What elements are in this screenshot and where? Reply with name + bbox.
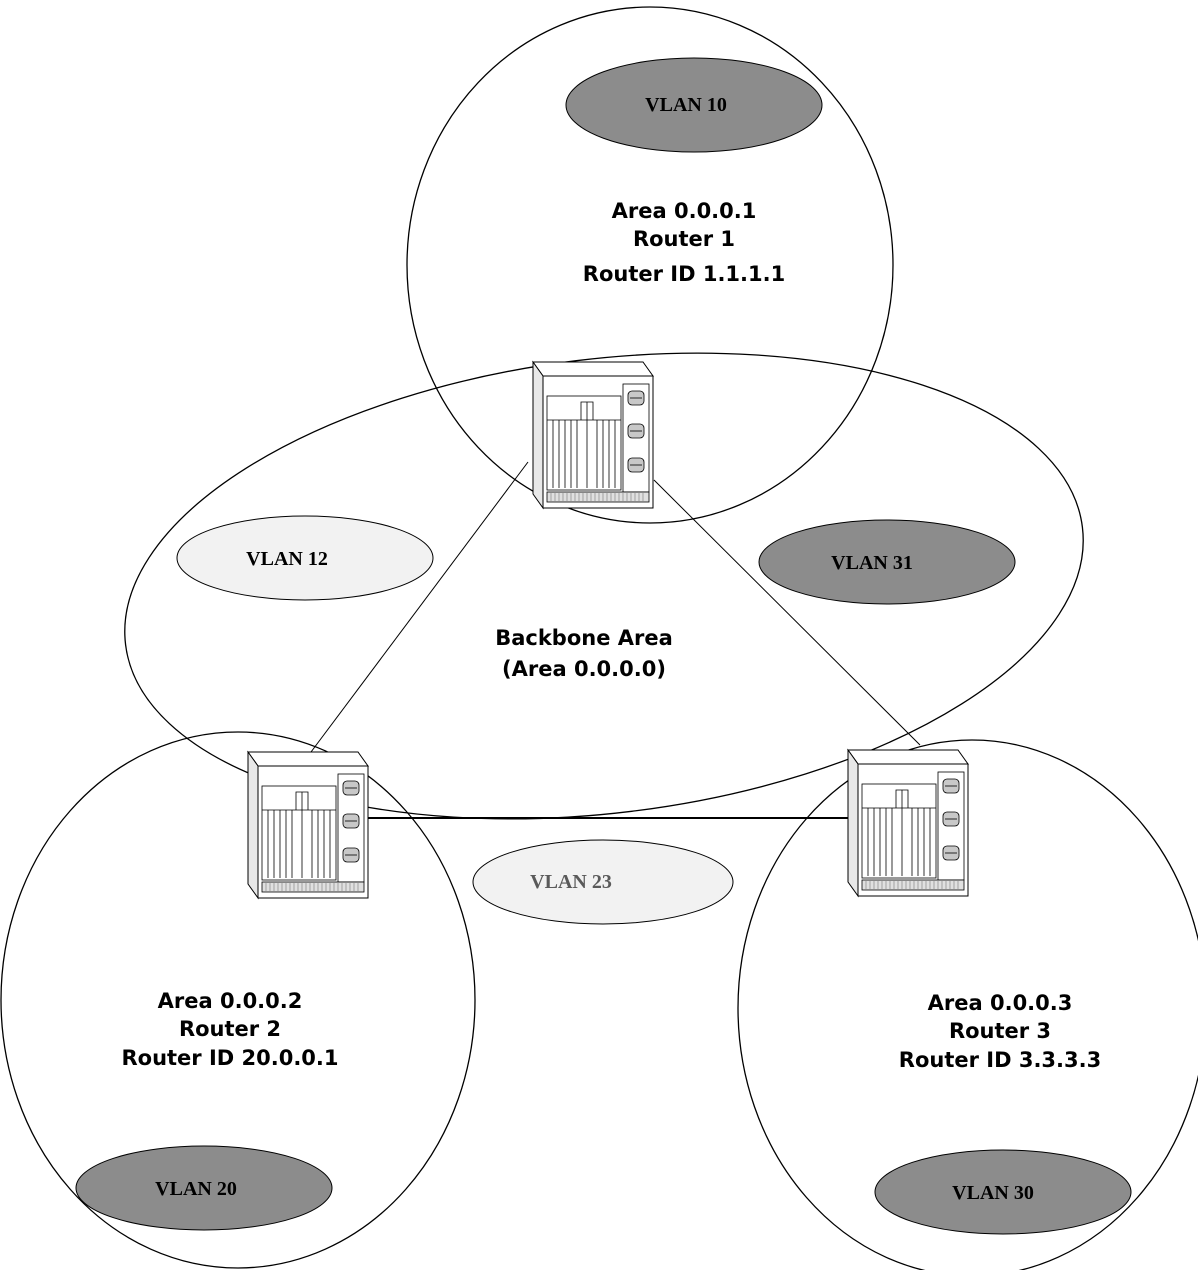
area-3-name: Area 0.0.0.3 xyxy=(928,991,1073,1015)
router-1-icon xyxy=(532,361,654,509)
vlan-12: VLAN 12 xyxy=(176,515,434,601)
area-2-router: Router 2 xyxy=(179,1017,281,1041)
backbone-area-id: (Area 0.0.0.0) xyxy=(502,657,666,681)
area-3-label: Area 0.0.0.3 Router 3 Router ID 3.3.3.3 xyxy=(899,991,1101,1072)
area-1-boundary xyxy=(406,6,894,524)
area-3-boundary xyxy=(737,739,1198,1270)
vlan-10-label: VLAN 10 xyxy=(645,94,727,116)
vlan-10: VLAN 10 xyxy=(565,57,823,153)
vlan-20-label: VLAN 20 xyxy=(155,1178,237,1200)
area-2-boundary xyxy=(0,731,476,1269)
link-router1-router2 xyxy=(307,461,529,757)
router-2-icon xyxy=(247,751,369,899)
vlan-12-label: VLAN 12 xyxy=(246,548,328,570)
router-3-icon xyxy=(847,749,969,897)
vlan-31: VLAN 31 xyxy=(758,519,1016,605)
link-router1-router3 xyxy=(653,479,921,746)
vlan-20: VLAN 20 xyxy=(75,1145,333,1231)
area-3-router-id: Router ID 3.3.3.3 xyxy=(899,1048,1101,1072)
backbone-area-name: Backbone Area xyxy=(495,626,673,650)
area-1-router: Router 1 xyxy=(633,227,735,251)
vlan-30-label: VLAN 30 xyxy=(952,1182,1034,1204)
area-2-label: Area 0.0.0.2 Router 2 Router ID 20.0.0.1 xyxy=(121,989,338,1070)
area-2-router-id: Router ID 20.0.0.1 xyxy=(121,1046,338,1070)
vlan-30: VLAN 30 xyxy=(874,1149,1132,1235)
area-2-name: Area 0.0.0.2 xyxy=(158,989,303,1013)
area-1-label: Area 0.0.0.1 Router 1 Router ID 1.1.1.1 xyxy=(583,199,785,286)
vlan-23: VLAN 23 xyxy=(472,839,734,925)
area-1-name: Area 0.0.0.1 xyxy=(612,199,757,223)
backbone-area-label: Backbone Area (Area 0.0.0.0) xyxy=(495,626,673,681)
backbone-area-boundary xyxy=(124,352,1084,820)
vlan-31-label: VLAN 31 xyxy=(831,552,913,574)
vlan-23-label: VLAN 23 xyxy=(530,871,612,893)
area-1-router-id: Router ID 1.1.1.1 xyxy=(583,262,785,286)
area-3-router: Router 3 xyxy=(949,1019,1051,1043)
